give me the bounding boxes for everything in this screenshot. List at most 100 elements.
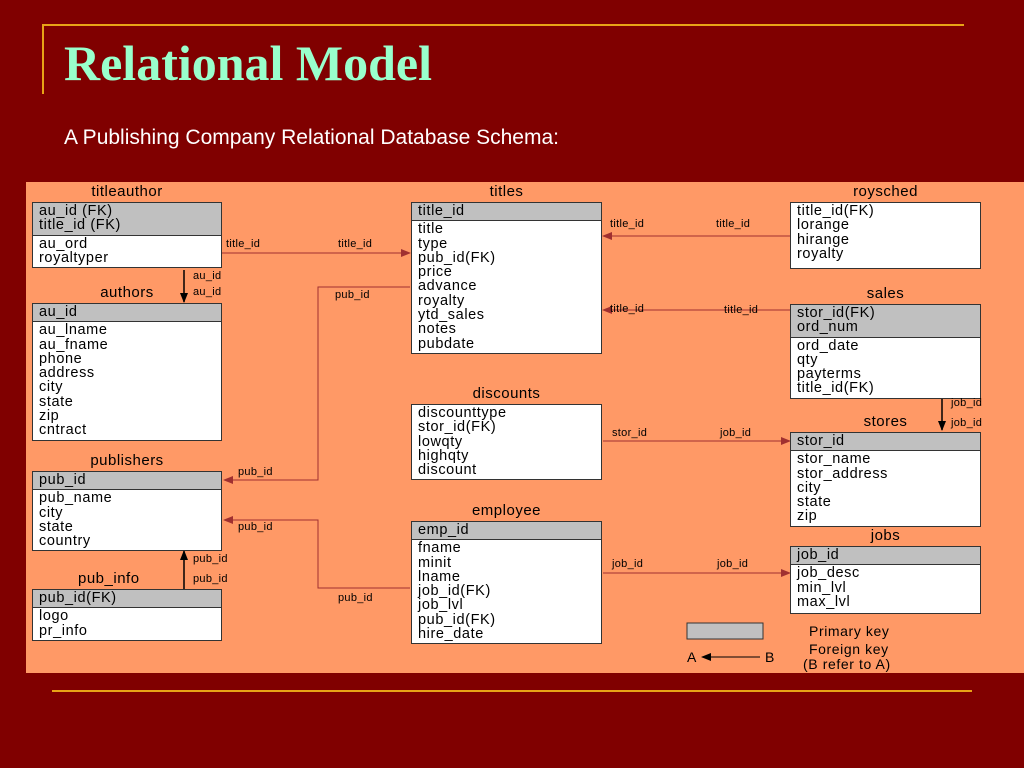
- legend-b-label: B: [765, 649, 775, 665]
- relationship-label: job_id: [717, 558, 749, 570]
- relationship-label: job_id: [951, 417, 983, 429]
- relationship-label: title_id: [716, 218, 751, 230]
- primary-key-section: title_id: [412, 203, 601, 222]
- attribute-section: title type pub_id(FK) price advance roya…: [412, 221, 601, 353]
- attr-field: ord_date: [797, 337, 860, 354]
- legend-a-label: A: [687, 649, 697, 665]
- attribute-section: fname minit lname job_id(FK) job_lvl pub…: [412, 540, 601, 643]
- relationship-label: au_id: [193, 270, 222, 282]
- relationship-label: job_id: [951, 397, 983, 409]
- table-name: titles: [489, 183, 524, 200]
- attr-field: state: [39, 393, 74, 410]
- attribute-section: title_id(FK) lorange hirange royalty: [791, 203, 980, 263]
- attr-field: state: [797, 494, 832, 511]
- relationship-label: pub_id: [335, 289, 370, 301]
- attr-field: zip: [39, 408, 60, 425]
- attr-field: hire_date: [418, 626, 484, 643]
- attr-field: job_id(FK): [418, 583, 491, 600]
- attribute-section: job_desc min_lvl max_lvl: [791, 565, 980, 611]
- relationship-label: au_id: [193, 286, 222, 298]
- attr-field: city: [39, 379, 64, 396]
- attribute-section: logo pr_info: [33, 608, 221, 640]
- attr-field: pub_name: [39, 490, 113, 507]
- attr-field: royalty: [797, 245, 844, 262]
- primary-key-section: stor_id: [791, 433, 980, 452]
- attr-field: minit: [418, 554, 452, 571]
- attr-field: notes: [418, 321, 457, 338]
- pk-field: pub_id(FK): [39, 590, 117, 606]
- table-name: authors: [100, 284, 154, 301]
- table-authors: authors au_id au_lname au_fname phone ad…: [32, 284, 222, 441]
- relationship-label: pub_id: [238, 521, 273, 533]
- attr-field: state: [39, 518, 74, 535]
- table-discounts: discounts discounttype stor_id(FK) lowqt…: [411, 385, 602, 481]
- primary-key-section: emp_id: [412, 522, 601, 541]
- primary-key-section: job_id: [791, 547, 980, 566]
- relationship-label: job_id: [612, 558, 644, 570]
- connector-employee-publishers: [223, 516, 410, 589]
- table-employee: employee emp_id fname minit lname job_id…: [411, 502, 602, 645]
- relationship-label: pub_id: [338, 592, 373, 604]
- pk-field: job_id: [797, 547, 840, 563]
- slide-subtitle: A Publishing Company Relational Database…: [64, 126, 559, 149]
- table-jobs: jobs job_id job_desc min_lvl max_lvl: [790, 527, 981, 614]
- pk-field: stor_id(FK): [797, 305, 876, 321]
- attr-field: stor_name: [797, 451, 871, 468]
- attr-field: zip: [797, 508, 818, 525]
- left-accent-line: [42, 24, 44, 94]
- legend-primary-key-swatch: [686, 622, 764, 640]
- table-name: employee: [471, 502, 542, 519]
- attribute-section: au_lname au_fname phone address city sta…: [33, 322, 221, 439]
- relationship-label: pub_id: [193, 573, 228, 585]
- primary-key-section: au_id (FK) title_id (FK): [33, 203, 221, 236]
- attr-field: logo: [39, 608, 69, 625]
- table-name: discounts: [472, 385, 541, 402]
- pk-field: au_id (FK): [39, 203, 113, 219]
- attr-field: advance: [418, 278, 478, 295]
- table-name: publishers: [90, 452, 164, 469]
- table-name: titleauthor: [91, 183, 163, 200]
- attr-field: title: [418, 221, 444, 238]
- pk-field: au_id: [39, 304, 78, 320]
- relationship-label: stor_id: [612, 427, 648, 439]
- table-titleauthor: titleauthor au_id (FK) title_id (FK) au_…: [32, 183, 222, 269]
- attr-field: country: [39, 533, 91, 550]
- attr-field: pub_id(FK): [418, 611, 496, 628]
- attr-field: city: [797, 479, 822, 496]
- table-roysched: roysched title_id(FK) lorange hirange ro…: [790, 183, 981, 269]
- relationship-label: title_id: [724, 304, 759, 316]
- attr-field: city: [39, 504, 64, 521]
- attr-field: discounttype: [418, 405, 507, 421]
- attr-field: job_lvl: [418, 597, 464, 614]
- table-publishers: publishers pub_id pub_name city state co…: [32, 452, 222, 552]
- pk-field: ord_num: [797, 319, 859, 336]
- primary-key-section: au_id: [33, 304, 221, 323]
- attr-field: price: [418, 264, 453, 281]
- pk-field: title_id: [418, 203, 465, 219]
- attr-field: job_desc: [797, 565, 860, 582]
- pk-field: pub_id: [39, 472, 87, 488]
- attr-field: qty: [797, 351, 819, 368]
- attribute-section: stor_name stor_address city state zip: [791, 451, 980, 525]
- attr-field: au_fname: [39, 336, 109, 353]
- attr-field: royaltyper: [39, 249, 109, 266]
- primary-key-section: pub_id: [33, 472, 221, 491]
- legend-primary-key-label: Primary key: [809, 623, 890, 639]
- attr-field: hirange: [797, 231, 850, 248]
- attribute-section: ord_date qty payterms title_id(FK): [791, 338, 980, 398]
- attr-field: pubdate: [418, 335, 475, 352]
- relationship-label: job_id: [720, 427, 752, 439]
- attr-field: lorange: [797, 217, 850, 234]
- table-titles: titles title_id title type pub_id(FK) pr…: [411, 183, 602, 354]
- attribute-section: pub_name city state country: [33, 490, 221, 550]
- attr-field: address: [39, 365, 95, 382]
- relationship-label: pub_id: [193, 553, 228, 565]
- connector-titles-publishers: [223, 286, 410, 484]
- attr-field: highqty: [418, 447, 469, 464]
- attribute-section: discounttype stor_id(FK) lowqty highqty …: [412, 405, 601, 479]
- table-sales: sales stor_id(FK) ord_num ord_date qty p…: [790, 285, 981, 399]
- pk-field: title_id (FK): [39, 217, 121, 234]
- relationship-label: title_id: [338, 238, 373, 250]
- attr-field: type: [418, 235, 448, 252]
